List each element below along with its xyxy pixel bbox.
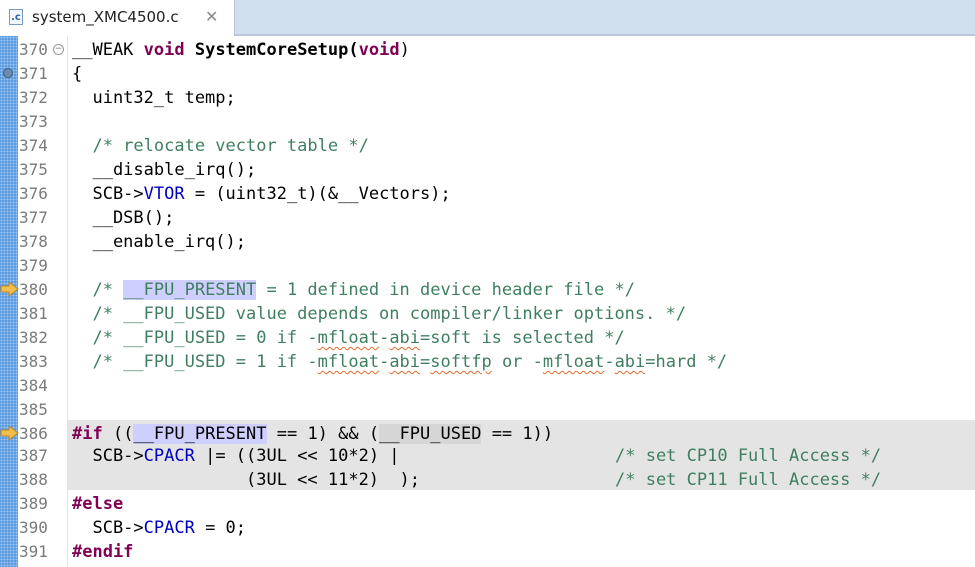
code-line-inactive: 386 #if ((__FPU_PRESENT == 1) && (__FPU_… — [0, 420, 975, 444]
comment-text: /* set CP10 Full Access */ — [615, 446, 882, 466]
search-result-arrow-icon[interactable] — [0, 282, 19, 296]
code-line: 373 — [0, 110, 975, 134]
code-line: 371 { — [0, 62, 975, 86]
code-line: 391 #endif — [0, 540, 975, 564]
code-line: 385 — [0, 398, 975, 422]
code-line: 376 SCB->VTOR = (uint32_t)(&__Vectors); — [0, 182, 975, 206]
search-result-arrow-icon[interactable] — [0, 426, 19, 440]
line-number: 381 — [19, 304, 48, 323]
code-line: 381 /* __FPU_USED value depends on compi… — [0, 302, 975, 326]
gutter-divider — [67, 36, 68, 567]
line-number: 378 — [19, 232, 48, 251]
override-marker-icon — [3, 68, 13, 78]
code-line: 370 − __WEAK void SystemCoreSetup(void) — [0, 38, 975, 62]
fold-collapse-icon[interactable]: − — [53, 44, 64, 55]
code-line: 389 #else — [0, 492, 975, 516]
code-line: 379 — [0, 254, 975, 278]
line-number: 371 — [19, 64, 48, 83]
line-number: 388 — [19, 470, 48, 489]
line-number: 390 — [19, 518, 48, 537]
code-line: 374 /* relocate vector table */ — [0, 134, 975, 158]
spelling-error: mfloat — [317, 328, 380, 348]
code-line-inactive: 388 (3UL << 11*2) ); /* set CP11 Full Ac… — [0, 468, 975, 490]
comment-text: /* relocate vector table */ — [72, 136, 369, 156]
line-number: 383 — [19, 352, 48, 371]
line-number: 370 — [19, 40, 48, 59]
occurrence-highlight: __FPU_PRESENT — [133, 424, 267, 444]
code-line: 382 /* __FPU_USED = 0 if -mfloat-abi=sof… — [0, 326, 975, 350]
line-number: 380 — [19, 280, 48, 299]
line-number: 372 — [19, 88, 48, 107]
code-text: SCB->VTOR = (uint32_t)(&__Vectors); — [72, 184, 451, 204]
tab-system-xmc4500-c[interactable]: .c system_XMC4500.c ✕ — [0, 0, 235, 36]
line-number: 376 — [19, 184, 48, 203]
comment-text: /* set CP11 Full Access */ — [615, 470, 882, 490]
line-number: 379 — [19, 256, 48, 275]
line-number: 384 — [19, 376, 48, 395]
code-line: 378 __enable_irq(); — [0, 230, 975, 254]
code-text: __WEAK void SystemCoreSetup(void) — [72, 40, 410, 60]
close-icon[interactable]: ✕ — [205, 7, 219, 26]
code-line: 377 __DSB(); — [0, 206, 975, 230]
code-text: #else — [72, 494, 124, 514]
code-line: 375 __disable_irq(); — [0, 158, 975, 182]
code-line: 380 /* __FPU_PRESENT = 1 defined in devi… — [0, 278, 975, 302]
code-text: SCB->CPACR |= ((3UL << 10*2) | — [72, 446, 400, 466]
code-text: #if ((__FPU_PRESENT == 1) && (__FPU_USED… — [72, 424, 554, 444]
c-file-icon: .c — [9, 9, 23, 25]
spelling-error: abi — [389, 328, 421, 348]
comment-text: /* __FPU_USED = 1 if -mfloat-abi=softfp … — [72, 352, 728, 372]
line-number: 382 — [19, 328, 48, 347]
editor-tab-bar: .c system_XMC4500.c ✕ — [0, 0, 975, 36]
comment-text: /* __FPU_USED value depends on compiler/… — [72, 304, 687, 324]
code-line: 372 uint32_t temp; — [0, 86, 975, 110]
code-text: #endif — [72, 542, 134, 562]
line-number: 374 — [19, 136, 48, 155]
line-number: 391 — [19, 542, 48, 561]
comment-text: /* __FPU_USED = 0 if -mfloat-abi=soft is… — [72, 328, 625, 348]
code-line-inactive: 387 SCB->CPACR |= ((3UL << 10*2) | /* se… — [0, 444, 975, 468]
code-text: SCB->CPACR = 0; — [72, 518, 247, 538]
code-text: uint32_t temp; — [72, 88, 236, 108]
code-line: 383 /* __FPU_USED = 1 if -mfloat-abi=sof… — [0, 350, 975, 374]
code-text: __disable_irq(); — [72, 160, 257, 180]
line-number: 385 — [19, 400, 48, 419]
code-editor[interactable]: 370 − __WEAK void SystemCoreSetup(void) … — [0, 36, 975, 567]
code-text: __enable_irq(); — [72, 232, 246, 252]
occurrence-highlight: __FPU_PRESENT — [123, 280, 257, 300]
code-line: 384 — [0, 374, 975, 398]
comment-text: /* __FPU_PRESENT = 1 defined in device h… — [72, 280, 635, 300]
code-text: (3UL << 11*2) ); — [72, 470, 420, 490]
code-line: 390 SCB->CPACR = 0; — [0, 516, 975, 540]
tab-label: system_XMC4500.c — [32, 8, 179, 26]
line-number: 377 — [19, 208, 48, 227]
line-number: 373 — [19, 112, 48, 131]
line-number: 375 — [19, 160, 48, 179]
line-number: 386 — [19, 424, 48, 443]
line-number: 389 — [19, 494, 48, 513]
code-text: __DSB(); — [72, 208, 175, 228]
line-number: 387 — [19, 446, 48, 465]
code-text: { — [72, 64, 83, 84]
